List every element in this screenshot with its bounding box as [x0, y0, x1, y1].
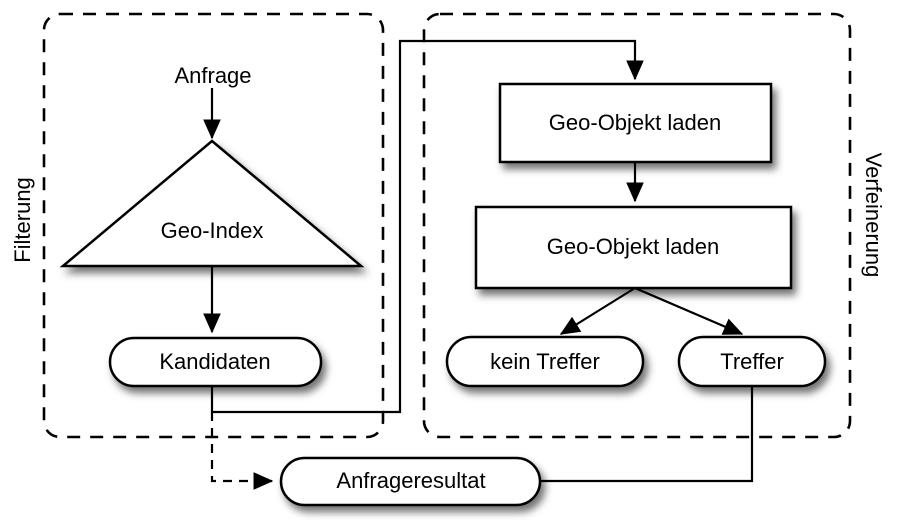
node-label-treffer: Treffer [720, 349, 784, 374]
edge-kandidaten-to-geo-objekt-laden-1 [210, 39, 644, 414]
node-kein-treffer[interactable] [445, 335, 645, 388]
node-label-anfrage: Anfrage [174, 63, 251, 88]
node-geo-objekt-laden-1[interactable] [498, 82, 773, 164]
group-box-filterung [42, 12, 385, 439]
node-label-kein-treffer: kein Treffer [490, 349, 600, 374]
node-geo-index[interactable] [59, 139, 365, 268]
node-label-geo-objekt-laden-2: Geo-Objekt laden [547, 234, 719, 259]
node-label-kandidaten: Kandidaten [159, 349, 270, 374]
node-kandidaten[interactable] [108, 336, 323, 388]
node-geo-objekt-laden-2[interactable] [474, 205, 793, 290]
edge-treffer-to-anfrageresultat [540, 385, 754, 483]
edge-geo-objekt-laden-2-to-treffer [634, 286, 744, 336]
node-label-anfrageresultat: Anfrageresultat [336, 468, 485, 493]
group-label-verfeinerung: Verfeinerung [861, 153, 886, 278]
node-label-geo-objekt-laden-1: Geo-Objekt laden [549, 110, 721, 135]
node-label-geo-index: Geo-Index [161, 218, 264, 243]
group-label-filterung: Filterung [10, 177, 35, 263]
group-box-verfeinerung [422, 12, 852, 439]
node-treffer[interactable] [677, 335, 827, 388]
edge-geo-objekt-laden-2-to-kein-treffer [559, 287, 636, 335]
edge-kandidaten-to-anfrageresultat-dashed [210, 412, 274, 490]
node-anfrageresultat[interactable] [279, 456, 542, 507]
